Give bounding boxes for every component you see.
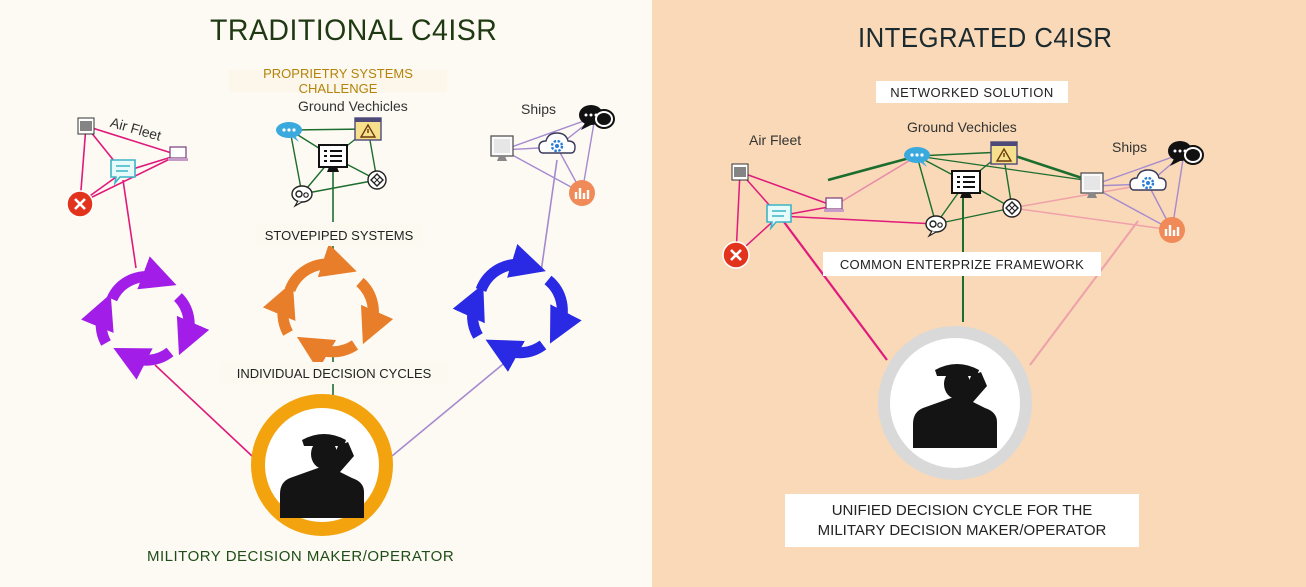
bar-chart-icon	[1159, 217, 1185, 243]
stovepiped-label: STOVEPIPED SYSTEMS	[256, 224, 422, 246]
right-ships-to-operator-line	[1029, 220, 1139, 366]
bar-chart-icon	[569, 180, 595, 206]
chat-bubble-icon	[276, 122, 302, 142]
left-ships-label: Ships	[521, 101, 557, 117]
speech-bubbles-icon	[579, 105, 615, 130]
laptop-icon	[168, 146, 188, 161]
monitor-icon	[490, 135, 514, 161]
document-list-icon	[318, 144, 348, 172]
right-title: INTEGRATED C4ISR	[858, 22, 1113, 53]
chat-bubble-icon	[904, 147, 930, 167]
right-air-fleet-label: Air Fleet	[749, 132, 802, 148]
diamond-grid-icon	[1002, 198, 1022, 218]
purple-decision-cycle	[81, 256, 210, 380]
warning-window-icon	[354, 117, 382, 141]
left-subtitle: PROPRIETRY SYSTEMS CHALLENGE	[229, 66, 447, 96]
left-operator-label: MILITORY DECISION MAKER/OPERATOR	[147, 548, 455, 565]
common-framework-label: COMMON ENTERPRIZE FRAMEWORK	[823, 252, 1101, 276]
warning-window-icon	[990, 141, 1018, 165]
blue-decision-cycle	[452, 244, 582, 372]
message-icon	[110, 159, 136, 186]
close-icon	[722, 241, 750, 269]
unified-decision-box: UNIFIED DECISION CYCLE FOR THE MILITARY …	[785, 494, 1139, 547]
unified-line-2: MILITARY DECISION MAKER/OPERATOR	[817, 521, 1107, 539]
laptop-icon	[824, 197, 844, 212]
barcode-icon	[731, 163, 749, 181]
left-title: TRADITIONAL C4ISR	[210, 14, 498, 47]
orange-decision-cycle	[262, 243, 394, 371]
close-icon	[66, 190, 94, 218]
networked-solution-label: NETWORKED SOLUTION	[876, 81, 1068, 103]
message-icon	[766, 204, 792, 231]
settings-chat-icon	[291, 185, 313, 208]
settings-chat-icon	[925, 215, 947, 238]
right-air-to-operator-line	[783, 221, 888, 361]
cloud-gear-icon	[1129, 169, 1167, 191]
speech-bubbles-icon	[1168, 141, 1204, 166]
monitor-icon	[1080, 172, 1104, 198]
individual-cycles-label: INDIVIDUAL DECISION CYCLES	[220, 362, 448, 384]
cloud-gear-icon	[538, 132, 576, 154]
diamond-grid-icon	[367, 170, 387, 190]
left-air-to-operator-line	[154, 364, 253, 457]
left-ships-to-operator-line	[391, 359, 509, 457]
left-ground-label: Ground Vechicles	[298, 98, 408, 114]
barcode-icon	[77, 117, 95, 135]
right-ships-label: Ships	[1112, 139, 1148, 155]
document-list-icon	[951, 170, 981, 198]
unified-line-1: UNIFIED DECISION CYCLE FOR THE	[831, 501, 1093, 519]
right-ground-label: Ground Vechicles	[907, 119, 1017, 135]
